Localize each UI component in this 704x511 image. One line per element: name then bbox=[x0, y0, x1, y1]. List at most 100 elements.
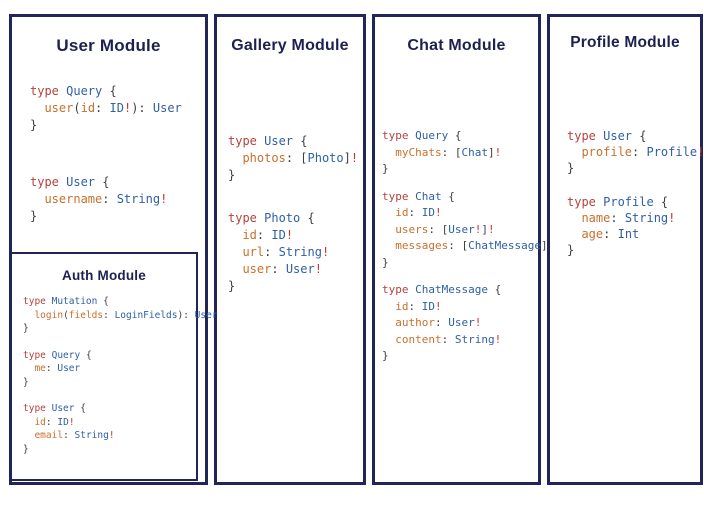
code-token: me bbox=[34, 363, 46, 374]
code-token: String bbox=[74, 430, 109, 441]
code-token: } bbox=[30, 209, 38, 223]
code-token: : bbox=[408, 299, 422, 313]
code-token: type bbox=[228, 134, 265, 148]
code-token: ! bbox=[474, 222, 482, 236]
code-token: : bbox=[264, 245, 279, 259]
code-line: id: ID! bbox=[382, 205, 538, 222]
code-token: users bbox=[395, 222, 429, 236]
code-token: User bbox=[448, 316, 475, 329]
panel-profile-module: Profile Module type User { profile: Prof… bbox=[547, 14, 704, 485]
code-token bbox=[23, 417, 34, 428]
code-token: String bbox=[624, 211, 669, 225]
code-token: content bbox=[395, 332, 442, 346]
code-token: Profile bbox=[603, 195, 661, 209]
code-token: : bbox=[45, 363, 58, 374]
code-token: } bbox=[228, 279, 236, 293]
code-area-profile-module: type User { profile: Profile!}type Profi… bbox=[567, 128, 704, 258]
code-token: ] bbox=[343, 151, 351, 165]
code-line: id: ID! bbox=[382, 299, 538, 316]
code-token: : [ bbox=[285, 151, 308, 165]
code-token: User bbox=[603, 129, 640, 143]
code-token: ! bbox=[160, 192, 168, 206]
code-token: type bbox=[30, 175, 67, 189]
code-token: id bbox=[80, 101, 96, 115]
code-block: type User { profile: Profile!} bbox=[567, 128, 704, 176]
code-line: type User { bbox=[567, 128, 700, 144]
code-token: { bbox=[307, 211, 315, 225]
code-line: } bbox=[567, 160, 700, 176]
code-token: Int bbox=[617, 227, 640, 241]
code-token bbox=[382, 239, 395, 252]
code-token: type bbox=[228, 211, 265, 225]
code-token: LoginFields bbox=[114, 309, 178, 321]
code-line: type Photo { bbox=[228, 210, 363, 227]
code-token: Mutation bbox=[51, 296, 104, 307]
code-token: } bbox=[30, 118, 38, 132]
code-token: : bbox=[45, 416, 58, 428]
code-token: Chat bbox=[415, 189, 449, 203]
code-token: : bbox=[256, 228, 272, 242]
code-token: : [ bbox=[428, 222, 449, 236]
code-token: ! bbox=[350, 151, 359, 165]
code-token: id bbox=[242, 228, 257, 242]
code-line: profile: Profile! bbox=[567, 144, 704, 160]
code-token bbox=[30, 192, 44, 206]
code-line: email: String! bbox=[23, 429, 196, 443]
panel-gallery-module: Gallery Module type User { photos: [Phot… bbox=[214, 14, 366, 485]
code-token: name bbox=[581, 211, 611, 225]
code-token bbox=[382, 223, 395, 236]
code-line: type Query { bbox=[30, 83, 205, 100]
code-line: } bbox=[30, 208, 205, 225]
code-block: type User { photos: [Photo]!} bbox=[228, 133, 363, 184]
code-token: url bbox=[242, 245, 265, 259]
code-line: } bbox=[30, 117, 205, 134]
code-token: id bbox=[34, 416, 46, 428]
code-area-gallery-module: type User { photos: [Photo]!} type Photo … bbox=[228, 133, 363, 295]
code-token bbox=[567, 211, 581, 225]
panel-title-gallery-module: Gallery Module bbox=[231, 37, 349, 54]
code-token: ): bbox=[177, 309, 195, 321]
code-token: ! bbox=[285, 228, 294, 242]
code-token: ID bbox=[271, 228, 286, 242]
code-line: url: String! bbox=[228, 244, 363, 261]
code-token: ] bbox=[540, 239, 548, 252]
code-token: : bbox=[63, 430, 75, 441]
code-block: type Query { myChats: [Chat]!} bbox=[382, 128, 538, 178]
code-token: ID bbox=[109, 101, 124, 115]
code-token: : bbox=[102, 192, 117, 206]
code-token bbox=[228, 245, 242, 259]
code-token: { bbox=[454, 129, 462, 142]
code-token bbox=[23, 310, 34, 321]
code-token: ID bbox=[57, 416, 69, 428]
code-token: : bbox=[603, 227, 618, 241]
code-token: user bbox=[44, 101, 74, 115]
code-token: ! bbox=[108, 430, 115, 441]
code-line: myChats: [Chat]! bbox=[382, 145, 538, 162]
code-token: User bbox=[285, 262, 315, 276]
code-line: } bbox=[228, 167, 363, 184]
code-token: { bbox=[80, 403, 86, 414]
code-block: type Query { user(id: ID!): User} bbox=[30, 83, 205, 134]
code-token: Chat bbox=[461, 145, 488, 159]
code-token bbox=[30, 101, 44, 115]
panel-auth-module: Auth Module type Mutation { login(fields… bbox=[10, 252, 218, 481]
code-line: type User { bbox=[23, 402, 196, 416]
code-token: ChatMessage bbox=[468, 239, 541, 252]
code-token: } bbox=[382, 162, 389, 175]
code-token: User bbox=[66, 175, 103, 189]
code-line: type Chat { bbox=[382, 189, 538, 206]
code-token: { bbox=[102, 175, 110, 189]
code-block: type User { username: String!} bbox=[30, 174, 205, 225]
code-token: User bbox=[264, 134, 301, 148]
code-token: } bbox=[382, 349, 389, 362]
code-token: User bbox=[152, 101, 182, 115]
code-token: Photo bbox=[307, 151, 344, 165]
code-token: } bbox=[23, 443, 29, 455]
panel-title-auth-module: Auth Module bbox=[62, 268, 146, 283]
code-line: content: String! bbox=[382, 332, 538, 349]
code-token: ChatMessage bbox=[415, 283, 495, 296]
code-block: type Query { me: User} bbox=[23, 349, 196, 390]
code-line: } bbox=[23, 376, 196, 390]
code-token: type bbox=[30, 84, 67, 98]
panel-title-user-module: User Module bbox=[56, 36, 161, 55]
